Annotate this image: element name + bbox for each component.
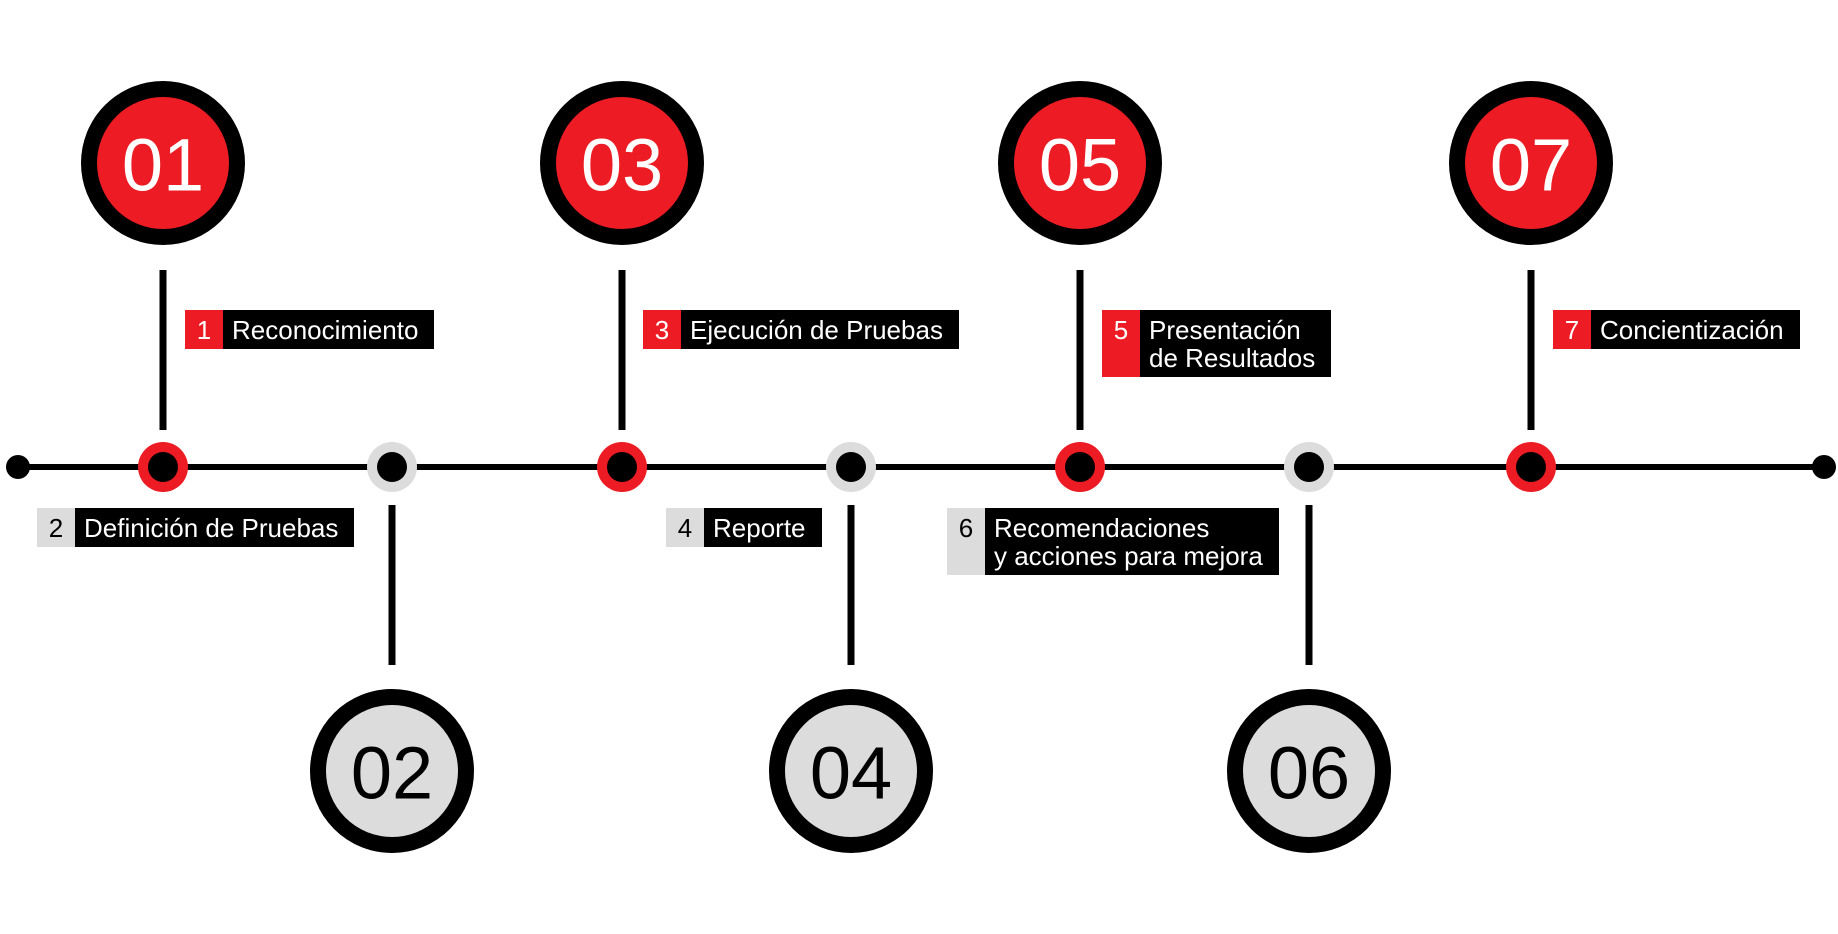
step-3-tag: 3 Ejecución de Pruebas (643, 310, 959, 349)
step-4-badge-number: 04 (810, 732, 892, 815)
step-3-node-core (607, 452, 637, 482)
step-5-label: Presentación de Resultados (1140, 310, 1332, 377)
step-6-badge-number: 06 (1268, 732, 1350, 815)
step-2-label: Definición de Pruebas (75, 508, 355, 547)
step-7-node-core (1516, 452, 1546, 482)
step-3-index: 3 (643, 310, 681, 349)
step-1-index: 1 (185, 310, 223, 349)
step-5-badge-number: 05 (1039, 124, 1121, 207)
step-3-label: Ejecución de Pruebas (681, 310, 959, 349)
step-4-index: 4 (666, 508, 704, 547)
step-7-tag: 7 Concientización (1553, 310, 1800, 349)
step-4-badge (769, 689, 933, 853)
step-1-label: Reconocimiento (223, 310, 435, 349)
step-4-label: Reporte (704, 508, 822, 547)
step-1-tag: 1 Reconocimiento (185, 310, 435, 349)
step-5-index: 5 (1102, 310, 1140, 377)
timeline-end-dot (1812, 455, 1836, 479)
step-2-index: 2 (37, 508, 75, 547)
step-1-badge (81, 81, 245, 245)
step-6-badge (1227, 689, 1391, 853)
step-3-badge-number: 03 (581, 124, 663, 207)
step-3-badge (540, 81, 704, 245)
step-5-badge (998, 81, 1162, 245)
step-6-index: 6 (947, 508, 985, 575)
step-6-node-core (1294, 452, 1324, 482)
step-2-badge (310, 689, 474, 853)
step-2-tag: 2 Definición de Pruebas (37, 508, 355, 547)
step-6-tag: 6 Recomendaciones y acciones para mejora (947, 508, 1279, 575)
step-4-node-core (836, 452, 866, 482)
step-5-tag: 5 Presentación de Resultados (1102, 310, 1332, 377)
step-2-node-core (377, 452, 407, 482)
step-2-badge-number: 02 (351, 732, 433, 815)
step-7-badge (1449, 81, 1613, 245)
step-1-badge-number: 01 (122, 124, 204, 207)
step-7-label: Concientización (1591, 310, 1800, 349)
timeline-start-dot (6, 455, 30, 479)
step-7-index: 7 (1553, 310, 1591, 349)
step-1-node-core (148, 452, 178, 482)
step-5-node-core (1065, 452, 1095, 482)
step-6-label: Recomendaciones y acciones para mejora (985, 508, 1279, 575)
step-4-tag: 4 Reporte (666, 508, 822, 547)
step-7-badge-number: 07 (1490, 124, 1572, 207)
